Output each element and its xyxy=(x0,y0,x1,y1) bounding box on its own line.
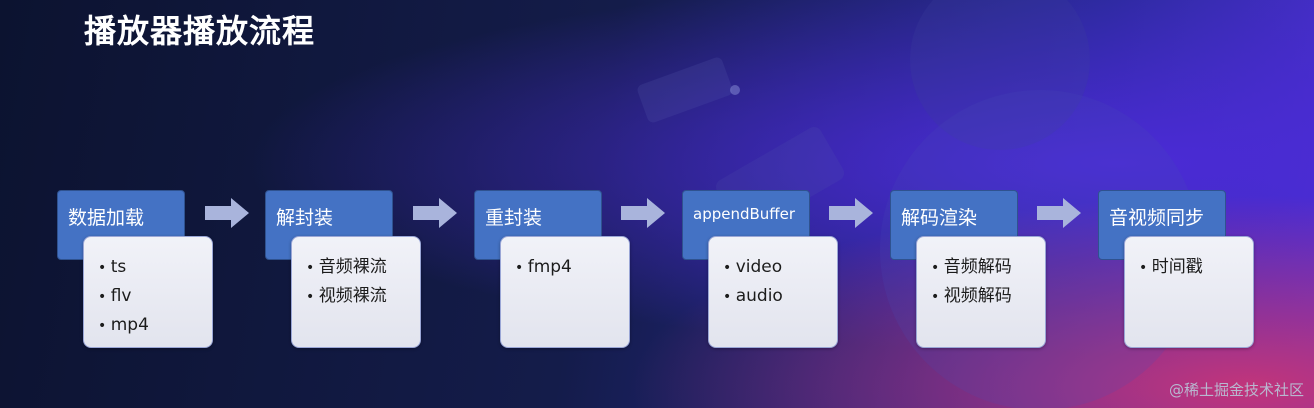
list-item: mp4 xyxy=(98,311,206,340)
list-item: flv xyxy=(98,282,206,311)
step-decode-render: 解码渲染 音频解码 视频解码 xyxy=(890,190,1086,350)
step-detail: fmp4 xyxy=(500,236,630,348)
list-item: video xyxy=(723,253,831,282)
arrow-right-icon xyxy=(205,198,249,228)
list-item: ts xyxy=(98,253,206,282)
arrow-right-icon xyxy=(1037,198,1081,228)
list-item: 音频解码 xyxy=(931,253,1039,282)
list-item: 视频裸流 xyxy=(306,282,414,311)
watermark: @稀土掘金技术社区 xyxy=(1168,381,1304,399)
list-item: 视频解码 xyxy=(931,282,1039,311)
step-detail: 音频解码 视频解码 xyxy=(916,236,1046,348)
step-remux: 重封装 fmp4 xyxy=(474,190,670,350)
arrow-right-icon xyxy=(829,198,873,228)
list-item: 音频裸流 xyxy=(306,253,414,282)
page-title: 播放器播放流程 xyxy=(84,12,316,50)
list-item: 时间戳 xyxy=(1139,253,1247,282)
step-detail: 音频裸流 视频裸流 xyxy=(291,236,421,348)
step-av-sync: 音视频同步 时间戳 xyxy=(1098,190,1294,350)
list-item: fmp4 xyxy=(515,253,623,282)
step-detail: video audio xyxy=(708,236,838,348)
step-data-loading: 数据加载 ts flv mp4 xyxy=(57,190,253,350)
arrow-right-icon xyxy=(621,198,665,228)
arrow-right-icon xyxy=(413,198,457,228)
step-detail: ts flv mp4 xyxy=(83,236,213,348)
step-append-buffer: appendBuffer video audio xyxy=(682,190,878,350)
step-detail: 时间戳 xyxy=(1124,236,1254,348)
list-item: audio xyxy=(723,282,831,311)
step-demux: 解封装 音频裸流 视频裸流 xyxy=(265,190,461,350)
